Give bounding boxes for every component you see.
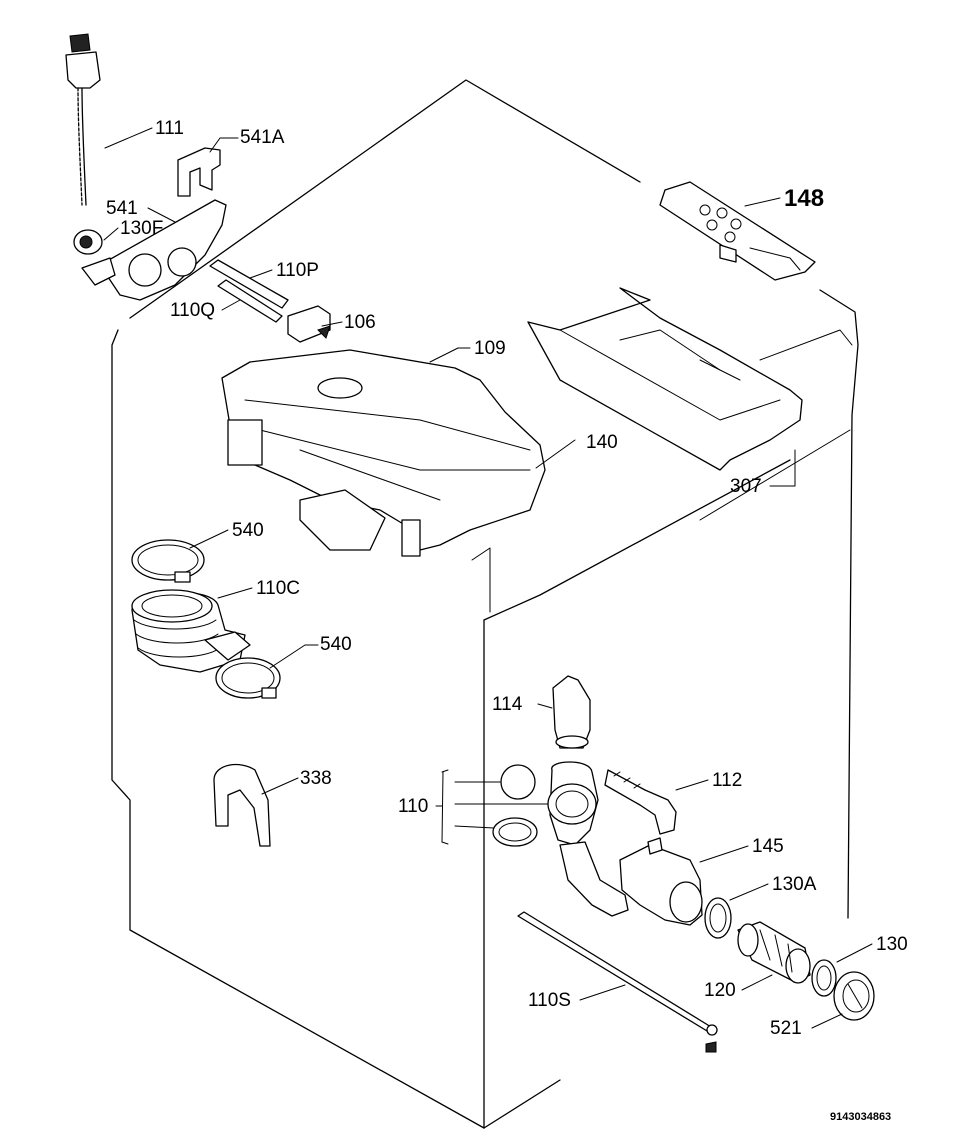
label-540-bottom: 540 bbox=[320, 634, 352, 655]
label-110p: 110P bbox=[276, 260, 319, 281]
bracket-541a bbox=[177, 147, 221, 197]
cap-521 bbox=[833, 971, 875, 1021]
hose-guide-338 bbox=[213, 763, 271, 847]
drawing-code: 9143034863 bbox=[830, 1111, 891, 1123]
label-110c: 110C bbox=[256, 578, 300, 599]
label-120: 120 bbox=[704, 980, 736, 1001]
seal-130 bbox=[811, 959, 837, 997]
sump-110-group bbox=[492, 761, 629, 917]
label-114: 114 bbox=[492, 694, 523, 715]
label-109: 109 bbox=[474, 338, 506, 359]
valve-106 bbox=[287, 305, 331, 343]
part-labels: 111 541A 541 130F 110P 110Q 106 109 148 … bbox=[106, 118, 908, 1123]
label-130: 130 bbox=[876, 934, 908, 955]
label-112: 112 bbox=[712, 770, 742, 791]
drawer-307 bbox=[527, 287, 803, 471]
rod-110s bbox=[517, 911, 718, 1053]
panel-148 bbox=[659, 181, 816, 281]
label-145: 145 bbox=[752, 836, 784, 857]
label-111: 111 bbox=[155, 118, 184, 139]
label-110q: 110Q bbox=[170, 300, 215, 321]
label-130a: 130A bbox=[772, 874, 817, 895]
label-521: 521 bbox=[770, 1018, 802, 1039]
dispenser-housing-109-140 bbox=[221, 349, 546, 557]
pump-housing-145 bbox=[619, 837, 703, 926]
label-541: 541 bbox=[106, 198, 138, 219]
cover-plate-541 bbox=[81, 199, 227, 301]
inlet-hose bbox=[65, 33, 101, 206]
seal-130a bbox=[704, 897, 732, 939]
leader-lines bbox=[103, 127, 873, 1029]
hose-112 bbox=[604, 769, 677, 835]
cabinet-outline bbox=[111, 79, 859, 1129]
clamp-540-bottom bbox=[215, 657, 281, 699]
bellows-110c bbox=[131, 589, 251, 673]
nut-130f bbox=[73, 229, 103, 255]
air-chamber-114 bbox=[552, 675, 591, 749]
label-540-top: 540 bbox=[232, 520, 264, 541]
label-541a: 541A bbox=[240, 127, 285, 148]
label-110: 110 bbox=[398, 796, 428, 817]
hoses-110p-110q bbox=[209, 259, 289, 323]
clamp-540-top bbox=[131, 539, 205, 583]
label-130f: 130F bbox=[120, 218, 163, 239]
label-148: 148 bbox=[784, 185, 824, 212]
label-307: 307 bbox=[730, 476, 762, 497]
label-110s: 110S bbox=[528, 990, 571, 1011]
filter-120 bbox=[737, 921, 811, 984]
label-140: 140 bbox=[586, 432, 618, 453]
label-106: 106 bbox=[344, 312, 376, 333]
label-338: 338 bbox=[300, 768, 332, 789]
